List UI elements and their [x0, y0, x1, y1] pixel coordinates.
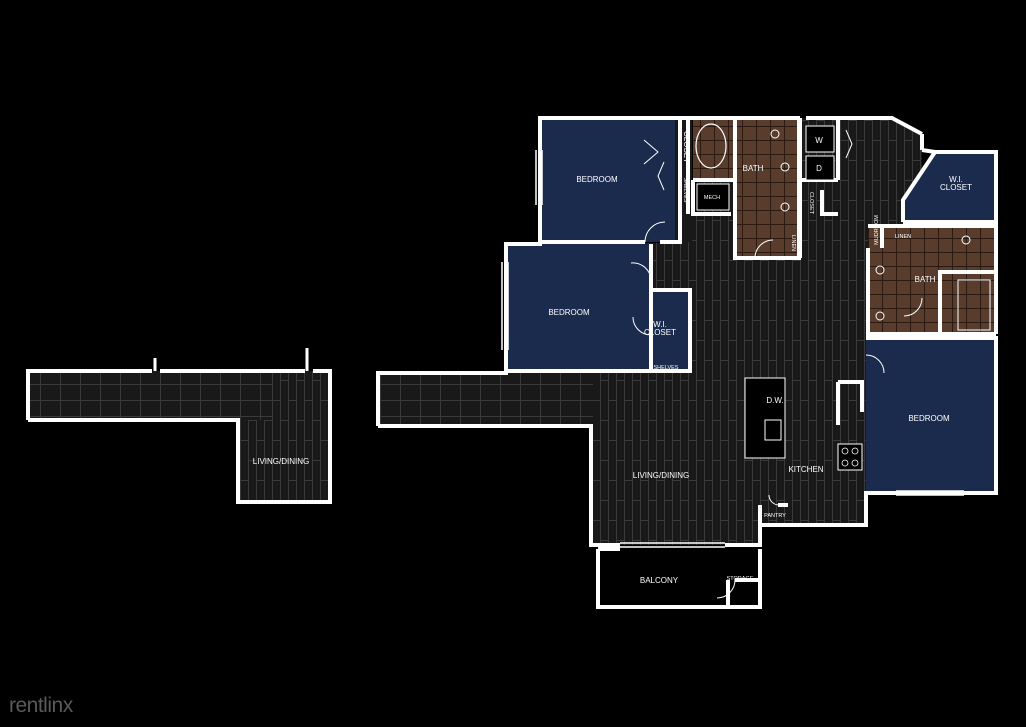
living-dining-main-label: LIVING/DINING — [633, 471, 689, 480]
wi-closet-right-label-1: W.I. — [949, 175, 963, 184]
kitchen-label: KITCHEN — [788, 465, 823, 474]
washer-label: W — [815, 136, 823, 145]
living-dining-left-label: LIVING/DINING — [253, 457, 309, 466]
bedroom-right-label: BEDROOM — [908, 414, 950, 423]
linen-right-label: LINEN — [895, 234, 911, 240]
bath-right-label: BATH — [915, 275, 936, 284]
wi-closet-right-label-2: CLOSET — [940, 183, 972, 192]
bath-top-label: BATH — [743, 164, 764, 173]
bedroom-top — [540, 118, 680, 242]
balcony-label: BALCONY — [640, 576, 679, 585]
dryer-label: D — [816, 164, 822, 173]
mech-label: MECH — [704, 195, 720, 201]
main-plan: BEDROOM CLOSET SHELVES BATH MECH W D CLO… — [376, 116, 998, 609]
shelves-top-label: SHELVES — [682, 178, 688, 203]
pantry-label: PANTRY — [764, 513, 786, 519]
kitchen-island — [744, 377, 786, 459]
bath-top — [735, 118, 799, 258]
shelves-mid-label: SHELVES — [654, 365, 679, 371]
linen-top-label: LINEN — [790, 235, 796, 251]
wi-closet-mid-label-1: W.I. — [653, 320, 667, 329]
bedroom-right — [866, 338, 996, 493]
storage-label: STORAGE — [727, 576, 754, 582]
closet-top-label: CLOSET — [682, 131, 691, 163]
bedroom-mid-label: BEDROOM — [548, 308, 590, 317]
wi-closet-mid-label-2: CLOSET — [644, 328, 676, 337]
mudroom-label: MUDROOM — [874, 215, 880, 245]
left-plan: LIVING/DINING — [26, 348, 332, 504]
dw-label: D.W. — [766, 396, 783, 405]
bedroom-top-label: BEDROOM — [576, 175, 618, 184]
bedroom-middle — [506, 244, 650, 371]
closet-small-label: CLOSET — [808, 192, 814, 215]
wi-closet-right — [903, 152, 996, 222]
balcony — [598, 549, 760, 607]
rentlinx-watermark: rentlinx — [9, 694, 73, 717]
